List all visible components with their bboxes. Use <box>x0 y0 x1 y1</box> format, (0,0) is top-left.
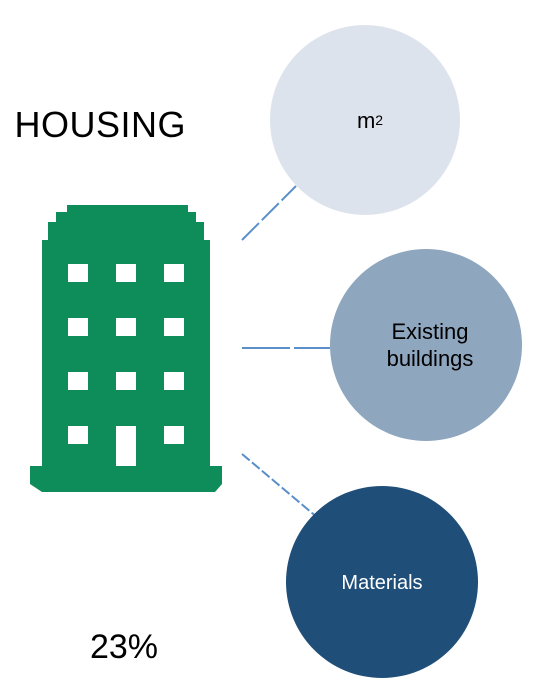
connector-line-m2 <box>241 185 297 241</box>
percentage-value: 23% <box>89 628 159 666</box>
circle-materials <box>286 486 478 678</box>
node-label-m2-superscript: 2 <box>375 112 384 129</box>
node-label-materials: Materials <box>341 571 423 594</box>
connector-line-materials <box>241 453 319 519</box>
building-icon <box>30 205 222 492</box>
node-label-existing-buildings-text: Existing buildings <box>386 318 474 372</box>
circle-existing-buildings <box>330 249 522 441</box>
node-label-existing-buildings: Existing buildings <box>340 310 520 380</box>
circle-m2 <box>270 25 460 215</box>
node-label-m2-text: m <box>356 108 376 134</box>
housing-title: HOUSING <box>14 104 186 145</box>
